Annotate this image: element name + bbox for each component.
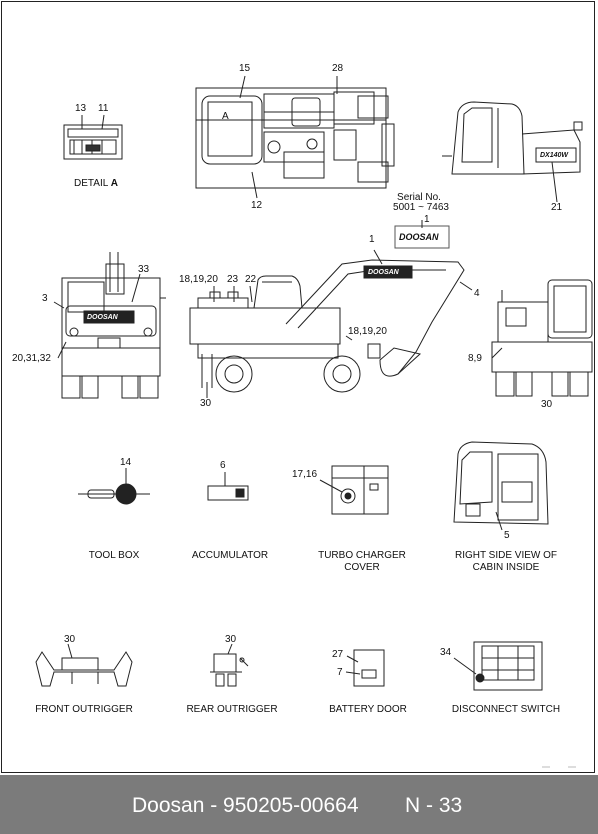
disconnect-switch-drawing: [453, 641, 543, 691]
main-side-view-drawing: [189, 249, 473, 398]
rear-view-drawing: [491, 279, 593, 397]
footer-bar: Doosan - 950205-00664 N - 33: [0, 775, 598, 834]
callout-18-19-20-top: 18,19,20: [179, 274, 218, 285]
top-view-drawing: [195, 75, 395, 199]
callout-30-rear-outrigger: 30: [225, 634, 237, 645]
top-view-marker: A: [222, 111, 229, 122]
detail-a-drawing: [63, 114, 123, 160]
callout-13: 13: [75, 103, 87, 114]
callout-30-rear: 30: [541, 399, 553, 410]
parts-sheet: DOOSAN DOOSAN DOOSAN DX140W A Serial No.…: [1, 1, 595, 773]
callout-4: 4: [474, 288, 480, 299]
callout-1-serial: 1: [424, 214, 430, 225]
rear-outrigger-drawing: [210, 643, 249, 687]
caption-accumulator: ACCUMULATOR: [191, 550, 269, 561]
turbo-charger-drawing: [319, 465, 389, 515]
serial-decal-drawing: [394, 220, 450, 249]
front-outrigger-drawing: [35, 643, 133, 687]
caption-battery-door: BATTERY DOOR: [329, 704, 407, 715]
front-view-drawing: [53, 252, 166, 399]
model-badge: DX140W: [540, 152, 569, 159]
detail-prefix: DETAIL: [74, 178, 108, 189]
callout-33: 33: [138, 264, 150, 275]
footer-part-number: Doosan - 950205-00664: [132, 794, 359, 817]
detail-a-caption: DETAIL A: [66, 178, 126, 190]
cabin-side-drawing: [442, 101, 583, 203]
caption-right-side-view: RIGHT SIDE VIEW OF CABIN INSIDE: [454, 550, 558, 573]
detail-letter: A: [110, 178, 118, 189]
battery-door-drawing: [345, 649, 385, 687]
callout-21: 21: [551, 202, 563, 213]
front-view-logo: DOOSAN: [87, 314, 118, 321]
serial-decal-logo: DOOSAN: [399, 232, 439, 242]
callout-30-front-outrigger: 30: [64, 634, 76, 645]
callout-22: 22: [245, 274, 257, 285]
caption-tool-box: TOOL BOX: [88, 550, 140, 561]
callout-18-19-20-mid: 18,19,20: [348, 326, 387, 337]
caption-turbo-charger-cover: TURBO CHARGER COVER: [318, 550, 406, 573]
decal-location-diagram: [35, 75, 593, 768]
callout-8-9: 8,9: [468, 353, 482, 364]
caption-front-outrigger: FRONT OUTRIGGER: [35, 704, 133, 715]
accumulator-drawing: [207, 472, 249, 501]
tool-box-drawing: [78, 468, 150, 505]
callout-6: 6: [220, 460, 226, 471]
callout-12: 12: [251, 200, 263, 211]
callout-7: 7: [337, 667, 343, 678]
callout-34: 34: [440, 647, 452, 658]
serial-label: Serial No.: [397, 192, 441, 203]
callout-30-side: 30: [200, 398, 212, 409]
callout-15: 15: [239, 63, 251, 74]
callout-20-31-32: 20,31,32: [12, 353, 51, 364]
boom-logo: DOOSAN: [368, 269, 399, 276]
callout-14: 14: [120, 457, 132, 468]
footer-page-number: N - 33: [405, 794, 463, 817]
caption-rear-outrigger: REAR OUTRIGGER: [186, 704, 278, 715]
serial-range: 5001 ~ 7463: [393, 202, 449, 213]
callout-1-boom: 1: [369, 234, 375, 245]
callout-17-16: 17,16: [292, 469, 318, 480]
callout-28: 28: [332, 63, 344, 74]
callout-23: 23: [227, 274, 239, 285]
callout-5: 5: [504, 530, 510, 541]
caption-disconnect-switch: DISCONNECT SWITCH: [451, 704, 561, 715]
callout-3: 3: [42, 293, 48, 304]
cabin-inside-drawing: [453, 441, 549, 531]
callout-27: 27: [332, 649, 344, 660]
callout-11: 11: [98, 103, 109, 114]
